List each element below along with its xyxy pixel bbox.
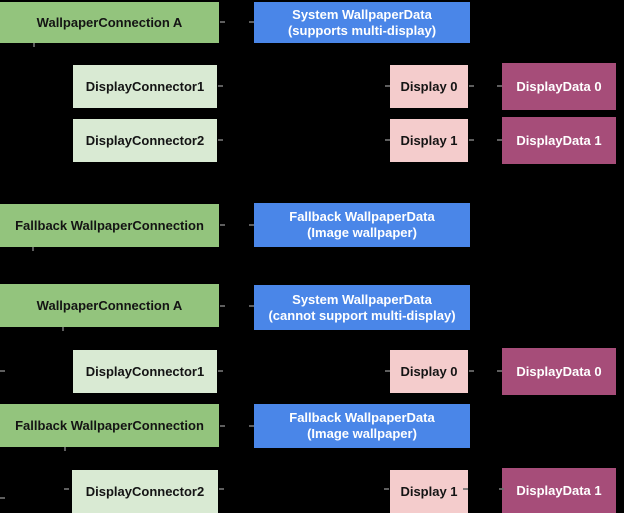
connector-line-stub <box>220 224 225 226</box>
box-display-1-multi: Display 1 <box>390 119 468 162</box>
connector-line-stub <box>497 139 502 141</box>
box-label-line: DisplayData 0 <box>516 78 602 94</box>
connector-line-stub <box>249 305 254 307</box>
connector-line-stub <box>463 488 468 490</box>
box-label-line: DisplayData 1 <box>516 132 602 148</box>
box-fallback-wallpaper-data-single: Fallback WallpaperData(Image wallpaper) <box>254 404 470 448</box>
box-display-0-multi: Display 0 <box>390 65 468 108</box>
connector-line-stub <box>469 85 474 87</box>
box-label-line: Fallback WallpaperData <box>289 209 435 224</box>
connector-line-stub <box>218 85 223 87</box>
box-display-1-single: Display 1 <box>390 470 468 513</box>
connector-line-stub <box>220 21 225 23</box>
connector-line-stub <box>0 370 5 372</box>
connector-line-stub <box>385 139 390 141</box>
box-label-line: (Image wallpaper) <box>307 426 417 441</box>
box-label-line: System WallpaperData <box>292 6 432 22</box>
box-display-data-1-multi: DisplayData 1 <box>502 117 616 164</box>
connector-line-stub <box>385 370 390 372</box>
box-fallback-wallpaper-connection-multi: Fallback WallpaperConnection <box>0 204 219 247</box>
connector-line-stub <box>64 488 69 490</box>
box-display-connector-1-single: DisplayConnector1 <box>73 350 217 393</box>
connector-line-stub <box>220 425 225 427</box>
connector-line-stub <box>469 370 474 372</box>
box-label-line: Display 1 <box>400 132 458 148</box>
connector-line-stub <box>499 488 504 490</box>
box-label-line: Display 1 <box>400 484 458 499</box>
box-fallback-wallpaper-data-multi: Fallback WallpaperData(Image wallpaper) <box>254 203 470 247</box>
box-label-line: Fallback WallpaperConnection <box>15 417 204 433</box>
box-label-line: DisplayData 0 <box>516 363 602 379</box>
connector-line-stub <box>62 327 64 331</box>
box-label-line: Fallback WallpaperConnection <box>15 217 204 233</box>
connector-line-stub <box>218 370 223 372</box>
box-fallback-wallpaper-connection-single: Fallback WallpaperConnection <box>0 404 219 447</box>
connector-line-stub <box>469 139 474 141</box>
box-system-wallpaper-data-multi: System WallpaperData(supports multi-disp… <box>254 2 470 43</box>
box-label-line: Fallback WallpaperData <box>289 410 435 425</box>
connector-line-stub <box>32 247 34 251</box>
box-display-data-1-single: DisplayData 1 <box>502 468 616 513</box>
connector-line-stub <box>218 139 223 141</box>
box-label-line: Display 0 <box>400 78 458 94</box>
box-display-connector-1-multi: DisplayConnector1 <box>73 65 217 108</box>
connector-line-stub <box>249 21 254 23</box>
box-label-line: DisplayConnector1 <box>85 363 205 379</box>
connector-line-stub <box>220 305 225 307</box>
connector-line-stub <box>385 85 390 87</box>
connector-line-stub <box>219 488 224 490</box>
box-wallpaper-connection-a-multi: WallpaperConnection A <box>0 2 219 43</box>
connector-line-stub <box>64 447 66 451</box>
box-label-line: Display 0 <box>400 363 458 379</box>
connector-line-stub <box>0 497 5 499</box>
box-display-connector-2-single: DisplayConnector2 <box>72 470 218 513</box>
box-label-line: (supports multi-display) <box>287 22 437 38</box>
connector-line-stub <box>497 85 502 87</box>
box-system-wallpaper-data-single: System WallpaperData(cannot support mult… <box>254 285 470 330</box>
box-label-line: (cannot support multi-display) <box>268 307 456 323</box>
box-display-connector-2-multi: DisplayConnector2 <box>73 119 217 162</box>
connector-line-stub <box>33 43 35 47</box>
box-label-line: System WallpaperData <box>292 291 432 307</box>
box-label-line: DisplayConnector2 <box>85 132 205 148</box>
connector-line-stub <box>249 224 254 226</box>
box-display-data-0-multi: DisplayData 0 <box>502 63 616 110</box>
connector-line-stub <box>384 488 389 490</box>
box-display-0-single: Display 0 <box>390 350 468 393</box>
box-label-line: WallpaperConnection A <box>36 14 183 30</box>
connector-line-stub <box>249 425 254 427</box>
box-label-line: DisplayConnector1 <box>85 78 205 94</box>
connector-line-stub <box>497 370 502 372</box>
box-label-line: (Image wallpaper) <box>307 225 417 240</box>
box-label-line: DisplayData 1 <box>516 483 602 498</box>
box-display-data-0-single: DisplayData 0 <box>502 348 616 395</box>
box-label-line: WallpaperConnection A <box>36 297 183 313</box>
box-label-line: DisplayConnector2 <box>85 484 205 499</box>
box-wallpaper-connection-a-single: WallpaperConnection A <box>0 284 219 327</box>
